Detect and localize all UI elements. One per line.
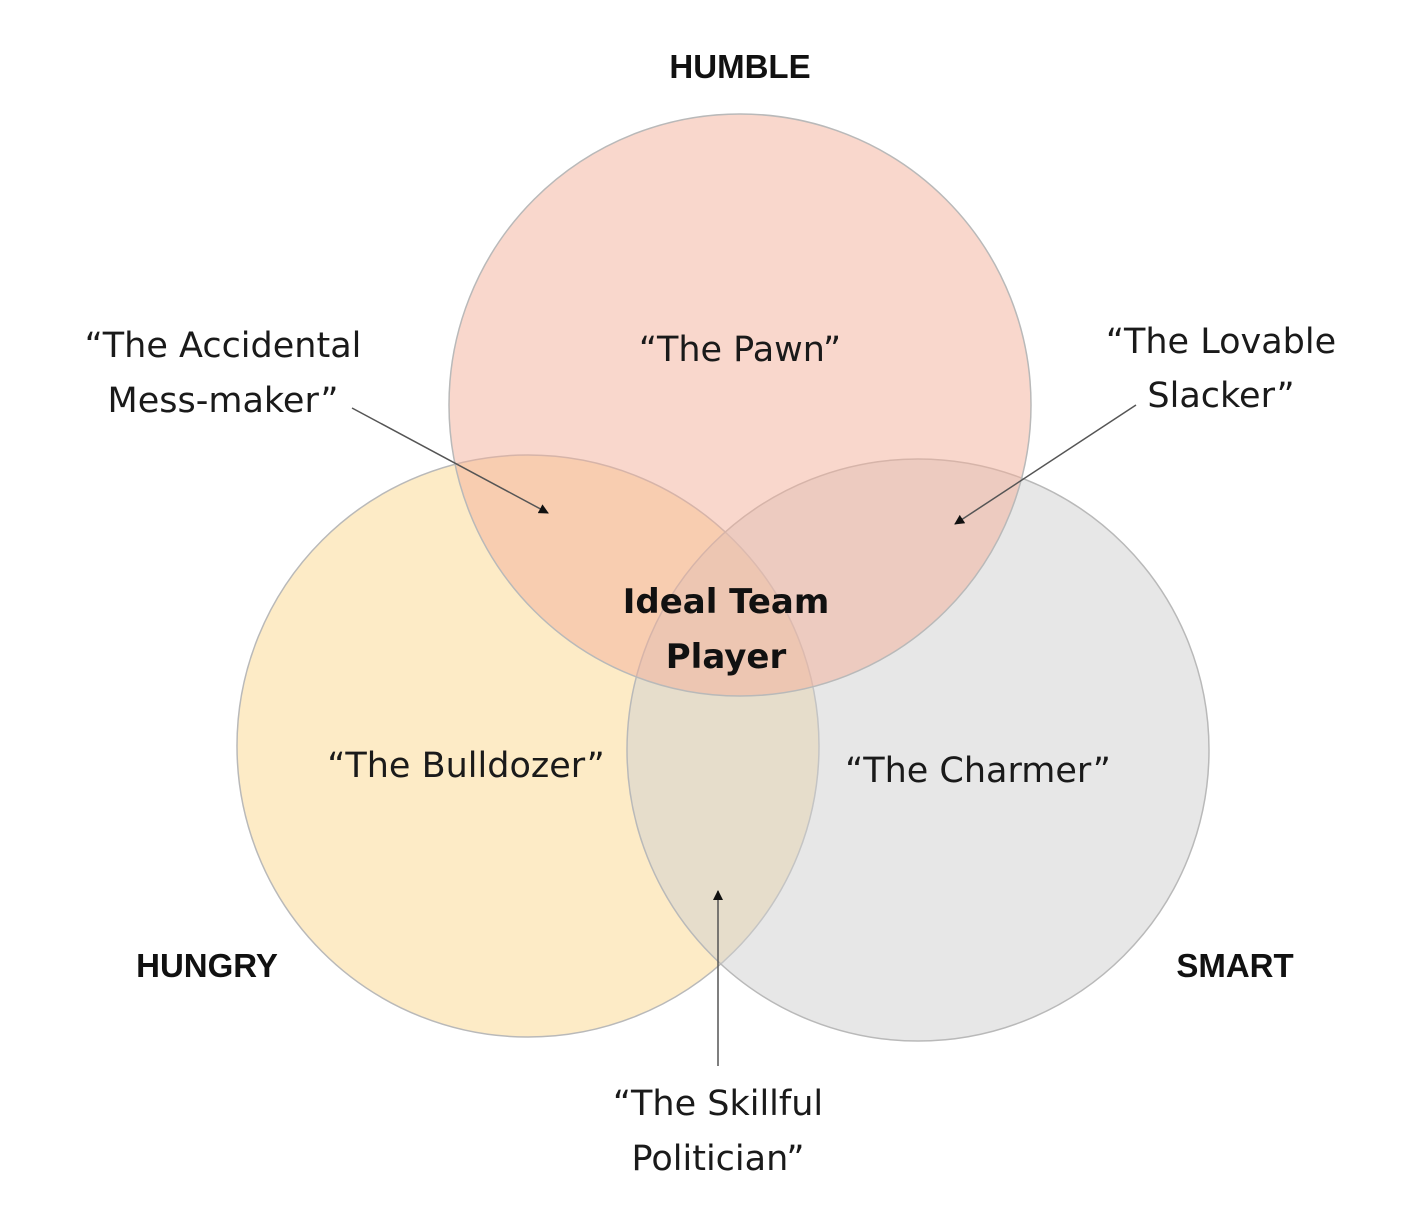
callout-humble-hungry-line-1: “The Accidental	[85, 326, 362, 366]
center-label-line-1: Ideal Team	[623, 582, 830, 622]
callout-humble-hungry-line-2: Mess-maker”	[108, 381, 339, 421]
humble-circle	[448, 113, 1032, 697]
callout-humble-hungry-arrow	[351, 407, 549, 514]
set-label-hungry: HUNGRY	[136, 947, 278, 984]
callout-humble-smart-line-1: “The Lovable	[1106, 322, 1336, 362]
callout-hungry-smart-line-2: Politician”	[632, 1139, 805, 1179]
set-label-humble: HUMBLE	[669, 48, 810, 85]
region-label-humble-only: “The Pawn”	[639, 330, 841, 370]
callout-hungry-smart-line-1: “The Skillful	[613, 1084, 823, 1124]
region-label-hungry-only: “The Bulldozer”	[327, 746, 605, 786]
set-label-smart: SMART	[1176, 947, 1293, 984]
region-label-smart-only: “The Charmer”	[845, 751, 1111, 791]
center-label-line-2: Player	[666, 637, 787, 677]
callout-humble-smart-arrow	[954, 404, 1137, 525]
callout-humble-smart-line-2: Slacker”	[1147, 376, 1294, 416]
